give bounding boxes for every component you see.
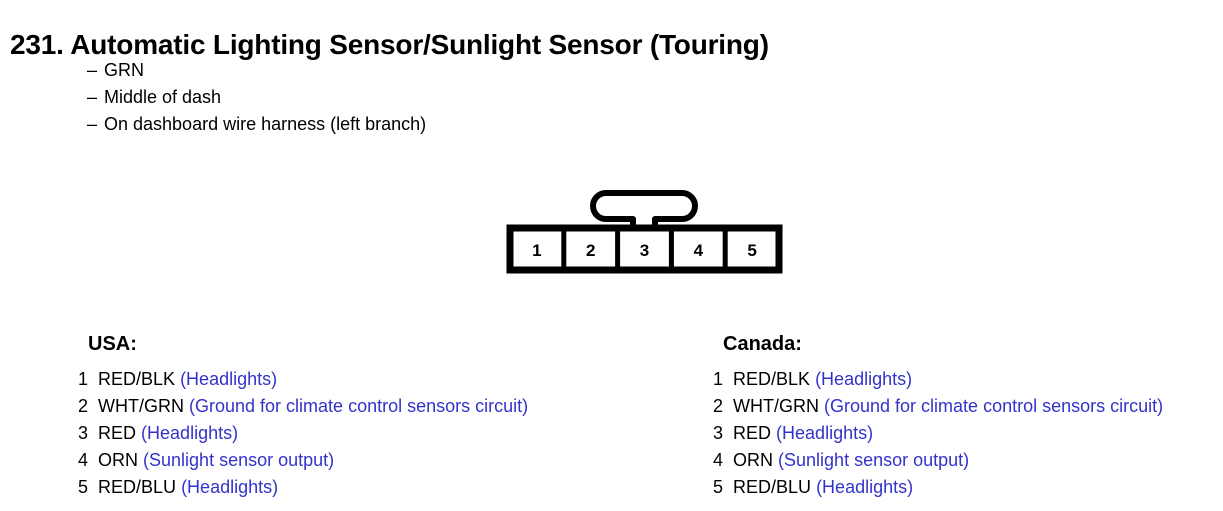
spec-item: –Middle of dash [87, 84, 426, 111]
connector-svg: 1 2 3 4 5 [506, 190, 783, 274]
pin-description: (Headlights) [180, 369, 278, 389]
pin-description: (Headlights) [816, 477, 914, 497]
spec-item-label: GRN [104, 60, 144, 80]
spec-item: –GRN [87, 57, 426, 84]
pin-row: 1 RED/BLK (Headlights) [78, 366, 528, 393]
connector-latch-tab [590, 190, 698, 233]
connector-housing [506, 224, 783, 274]
connector-pin-label-2: 2 [586, 241, 595, 260]
pin-number: 5 [78, 477, 89, 497]
pin-list-canada: Canada: 1 RED/BLK (Headlights) 2 WHT/GRN… [713, 332, 1163, 501]
pin-number: 5 [713, 477, 724, 497]
pin-row: 5 RED/BLU (Headlights) [78, 474, 528, 501]
pin-row: 3 RED (Headlights) [713, 420, 1163, 447]
connector-pin-label-3: 3 [640, 241, 649, 260]
spec-item-label: On dashboard wire harness (left branch) [104, 114, 427, 134]
pin-row: 2 WHT/GRN (Ground for climate control se… [78, 393, 528, 420]
dash-bullet-icon: – [87, 87, 98, 107]
spec-list: –GRN –Middle of dash –On dashboard wire … [87, 57, 426, 138]
pin-list-heading-usa: USA: [88, 333, 137, 355]
pin-number: 4 [78, 450, 89, 470]
pin-row: 5 RED/BLU (Headlights) [713, 474, 1163, 501]
spec-item-label: Middle of dash [104, 87, 222, 107]
pin-row: 4 ORN (Sunlight sensor output) [78, 447, 528, 474]
pin-list-heading-canada: Canada: [723, 333, 802, 355]
pin-number: 2 [78, 396, 89, 416]
pin-row: 1 RED/BLK (Headlights) [713, 366, 1163, 393]
pin-number: 1 [713, 369, 724, 389]
pin-rows-usa: 1 RED/BLK (Headlights) 2 WHT/GRN (Ground… [78, 366, 528, 501]
pin-description: (Headlights) [181, 477, 279, 497]
pin-wire-color: ORN [733, 450, 774, 470]
pin-wire-color: RED [98, 423, 137, 443]
connector-pin-separators [561, 228, 728, 270]
pin-description: (Headlights) [815, 369, 913, 389]
pin-number: 3 [713, 423, 724, 443]
pin-wire-color: ORN [98, 450, 139, 470]
pin-wire-color: RED [733, 423, 772, 443]
dash-bullet-icon: – [87, 114, 98, 134]
pin-wire-color: WHT/GRN [98, 396, 184, 416]
connector-diagram: 1 2 3 4 5 [495, 185, 795, 280]
pin-list-usa: USA: 1 RED/BLK (Headlights) 2 WHT/GRN (G… [78, 332, 528, 501]
pin-description: (Ground for climate control sensors circ… [189, 396, 529, 416]
spec-item: –On dashboard wire harness (left branch) [87, 111, 426, 138]
pin-wire-color: WHT/GRN [733, 396, 819, 416]
pin-wire-color: RED/BLK [98, 369, 176, 389]
connector-pin-label-4: 4 [694, 241, 704, 260]
pin-rows-canada: 1 RED/BLK (Headlights) 2 WHT/GRN (Ground… [713, 366, 1163, 501]
pin-number: 3 [78, 423, 89, 443]
pin-description: (Headlights) [141, 423, 239, 443]
pin-row: 4 ORN (Sunlight sensor output) [713, 447, 1163, 474]
pin-number: 4 [713, 450, 724, 470]
pin-number: 1 [78, 369, 89, 389]
pin-row: 3 RED (Headlights) [78, 420, 528, 447]
pin-description: (Sunlight sensor output) [143, 450, 335, 470]
pin-row: 2 WHT/GRN (Ground for climate control se… [713, 393, 1163, 420]
connector-pin-label-5: 5 [747, 241, 756, 260]
pin-wire-color: RED/BLU [733, 477, 812, 497]
page-title: 231. Automatic Lighting Sensor/Sunlight … [10, 28, 769, 60]
pin-wire-color: RED/BLK [733, 369, 811, 389]
pin-description: (Headlights) [776, 423, 874, 443]
pin-wire-color: RED/BLU [98, 477, 177, 497]
connector-pin-label-1: 1 [532, 241, 541, 260]
pin-description: (Sunlight sensor output) [778, 450, 970, 470]
pin-number: 2 [713, 396, 724, 416]
dash-bullet-icon: – [87, 60, 98, 80]
pin-description: (Ground for climate control sensors circ… [824, 396, 1164, 416]
